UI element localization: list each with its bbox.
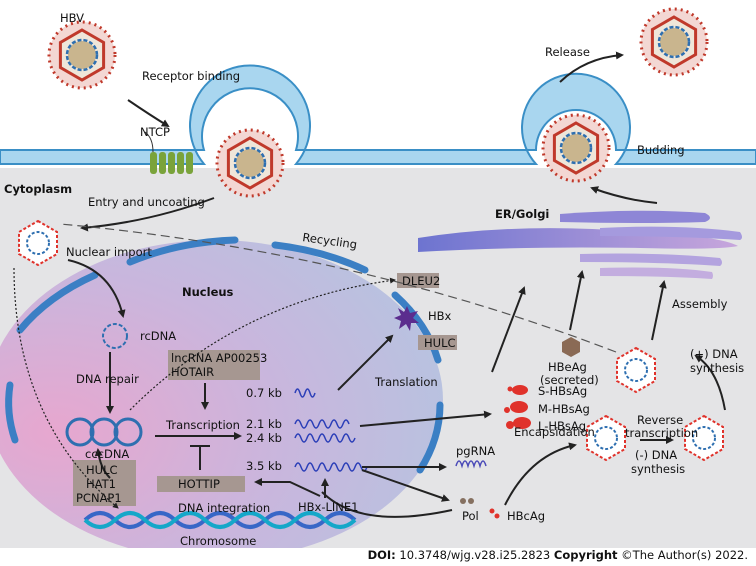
cccdna-icon (65, 417, 143, 447)
rcdna-icon (102, 323, 128, 349)
label-s-hbsag: S-HBsAg (538, 384, 587, 398)
label-entry-uncoating: Entry and uncoating (88, 195, 205, 209)
budding-virion-icon (541, 113, 611, 183)
er-golgi-stacks (418, 210, 742, 279)
label-transcription: Transcription (165, 418, 240, 432)
doi-value: 10.3748/wjg.v28.i25.2823 (395, 548, 554, 562)
label-budding: Budding (637, 143, 685, 157)
transcript-2.1kb (294, 419, 350, 429)
label-chromosome: Chromosome (180, 534, 256, 548)
doi-copyright-line: DOI: 10.3748/wjg.v28.i25.2823 Copyright … (368, 548, 748, 562)
label-assembly: Assembly (672, 297, 728, 311)
label-lncrna-line2: HOTAIR (171, 365, 214, 379)
label-hulc-box-line3: PCNAP1 (76, 491, 122, 505)
plasma-membrane (0, 64, 756, 165)
label-rcdna: rcDNA (140, 329, 176, 343)
figure-footer: DOI: 10.3748/wjg.v28.i25.2823 Copyright … (0, 548, 756, 566)
label-lncrna-line1: lncRNA AP00253 (171, 351, 267, 365)
label-kb-3.5: 3.5 kb (246, 459, 282, 473)
label-ntcp: NTCP (140, 125, 170, 139)
label-cytoplasm: Cytoplasm (4, 182, 72, 196)
label-release: Release (545, 45, 590, 59)
hulc-hat1-pcnap1-box (73, 460, 136, 506)
hbeag-icon (562, 337, 580, 357)
label-hbv: HBV (60, 11, 84, 25)
pgrna-coil-icon (455, 460, 487, 469)
dleu2-box (397, 273, 439, 288)
hbcag-dots-icon (489, 508, 500, 519)
label-dna-integration: DNA integration (178, 501, 270, 515)
label-minus-dna-line2: synthesis (631, 462, 685, 476)
label-kb-2.4: 2.4 kb (246, 431, 282, 445)
copyright-label: Copyright (553, 548, 618, 562)
doi-label: DOI: (367, 548, 396, 562)
label-hulc-box-line1: HULC (86, 463, 118, 477)
label-receptor-binding: Receptor binding (142, 69, 240, 83)
label-nucleus: Nucleus (182, 285, 234, 299)
label-hbcag: HBcAg (507, 509, 545, 523)
regulation-dotted-arrows (13, 267, 396, 509)
transcript-0.7kb (294, 388, 316, 398)
label-hbeag-line2: (secreted) (540, 373, 599, 387)
label-encapsidation: Encapsidation (514, 425, 595, 439)
hbv-virion-icon (47, 20, 117, 90)
label-reverse-line2: transcription (625, 426, 698, 440)
label-hbx-line1: HBx-LINE1 (298, 500, 358, 514)
label-hulc-box-line2: HAT1 (86, 477, 116, 491)
hottip-box (157, 476, 245, 492)
label-dleu2: DLEU2 (402, 274, 440, 288)
label-plus-dna-line2: synthesis (690, 361, 744, 375)
label-reverse-line1: Reverse (637, 413, 683, 427)
ntcp-receptor-icon (144, 131, 193, 174)
pol-dots-icon (460, 498, 474, 504)
label-kb-2.1: 2.1 kb (246, 417, 282, 431)
label-kb-0.7: 0.7 kb (246, 386, 282, 400)
label-er-golgi: ER/Golgi (495, 207, 549, 221)
label-dna-repair: DNA repair (76, 372, 139, 386)
label-m-hbsag: M-HBsAg (538, 402, 590, 416)
label-hbx: HBx (428, 309, 452, 323)
label-pgrna: pgRNA (456, 444, 495, 458)
label-hottip: HOTTIP (178, 477, 220, 491)
label-pol: Pol (462, 509, 479, 523)
transcript-3.5kb-wave (294, 462, 368, 472)
label-nuclear-import: Nuclear import (66, 245, 152, 259)
released-virion-icon (639, 7, 709, 77)
label-hbeag-line1: HBeAg (548, 360, 587, 374)
lncrna-box (168, 350, 260, 380)
label-l-hbsag: L-HBsAg (538, 419, 586, 433)
transcript-2.4kb (294, 433, 356, 443)
hbx-star-icon (394, 306, 419, 331)
label-plus-dna-line1: (+) DNA (690, 347, 738, 361)
label-translation: Translation (374, 375, 438, 389)
pathway-arrows (67, 51, 726, 518)
hbsag-proteins-icon (504, 385, 531, 429)
copyright-value: ©The Author(s) 2022. (617, 548, 748, 562)
label-minus-dna-line1: (-) DNA (635, 448, 677, 462)
entering-virion-icon (215, 128, 285, 198)
hulc-box (418, 335, 457, 350)
label-hulc-top: HULC (424, 336, 456, 350)
recycling-dashed-arrow (59, 223, 617, 353)
chromosome-helix-icon (83, 511, 357, 529)
label-cccdna: cccDNA (85, 447, 129, 461)
